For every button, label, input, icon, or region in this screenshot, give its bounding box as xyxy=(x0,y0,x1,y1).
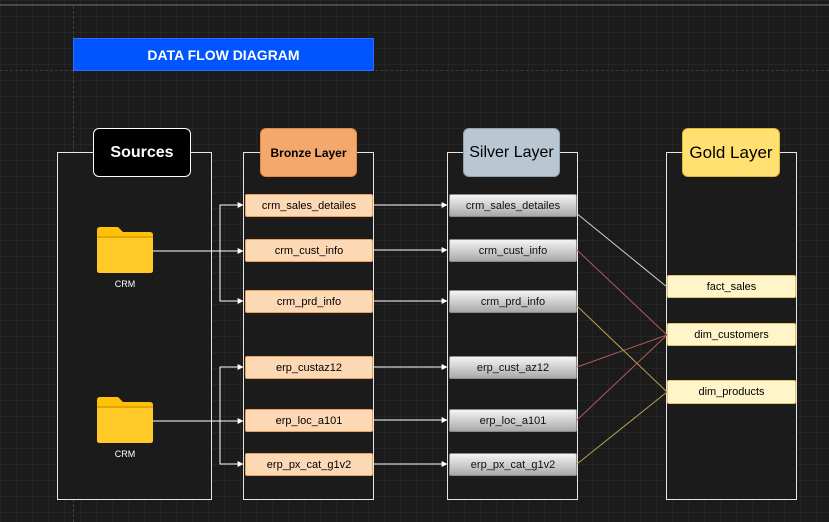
canvas-top-border xyxy=(0,4,829,6)
gold-layer-header[interactable]: Gold Layer xyxy=(682,128,780,177)
bronze-table-erp-custaz12[interactable]: erp_custaz12 xyxy=(245,356,373,379)
gold-table-dim-products[interactable]: dim_products xyxy=(667,380,796,404)
source-crm-1[interactable] xyxy=(96,226,154,279)
folder-icon xyxy=(97,397,153,443)
gold-table-dim-customers[interactable]: dim_customers xyxy=(667,323,796,346)
gold-table-fact-sales[interactable]: fact_sales xyxy=(667,275,796,298)
bronze-table-crm-cust-info[interactable]: crm_cust_info xyxy=(245,239,373,262)
bronze-table-crm-prd-info[interactable]: crm_prd_info xyxy=(245,290,373,313)
bronze-layer-header[interactable]: Bronze Layer xyxy=(260,128,357,177)
bronze-table-crm-sales-detailes[interactable]: crm_sales_detailes xyxy=(245,194,373,217)
silver-table-erp-px-cat-g1v2[interactable]: erp_px_cat_g1v2 xyxy=(449,453,577,476)
edges-bronze-to-silver xyxy=(373,202,448,467)
silver-layer-header[interactable]: Silver Layer xyxy=(463,128,560,177)
silver-table-crm-prd-info[interactable]: crm_prd_info xyxy=(449,290,577,313)
bronze-table-erp-px-cat-g1v2[interactable]: erp_px_cat_g1v2 xyxy=(245,453,373,476)
source-crm-2[interactable] xyxy=(96,396,154,449)
folder-icon xyxy=(97,227,153,273)
diagram-title[interactable]: DATA FLOW DIAGRAM xyxy=(73,38,374,71)
canvas-guide-horizontal xyxy=(0,70,829,71)
silver-table-erp-loc-a101[interactable]: erp_loc_a101 xyxy=(449,409,577,432)
silver-table-crm-cust-info[interactable]: crm_cust_info xyxy=(449,239,577,262)
sources-header[interactable]: Sources xyxy=(93,128,191,177)
silver-table-erp-cust-az12[interactable]: erp_cust_az12 xyxy=(449,356,577,379)
source-crm-1-label: CRM xyxy=(114,279,136,289)
bronze-table-erp-loc-a101[interactable]: erp_loc_a101 xyxy=(245,409,373,432)
source-crm-2-label: CRM xyxy=(114,449,136,459)
edges-source-2 xyxy=(153,364,244,467)
edges-silver-to-gold xyxy=(569,207,668,465)
edges-source-1 xyxy=(153,202,244,304)
silver-table-crm-sales-detailes[interactable]: crm_sales_detailes xyxy=(449,194,577,217)
